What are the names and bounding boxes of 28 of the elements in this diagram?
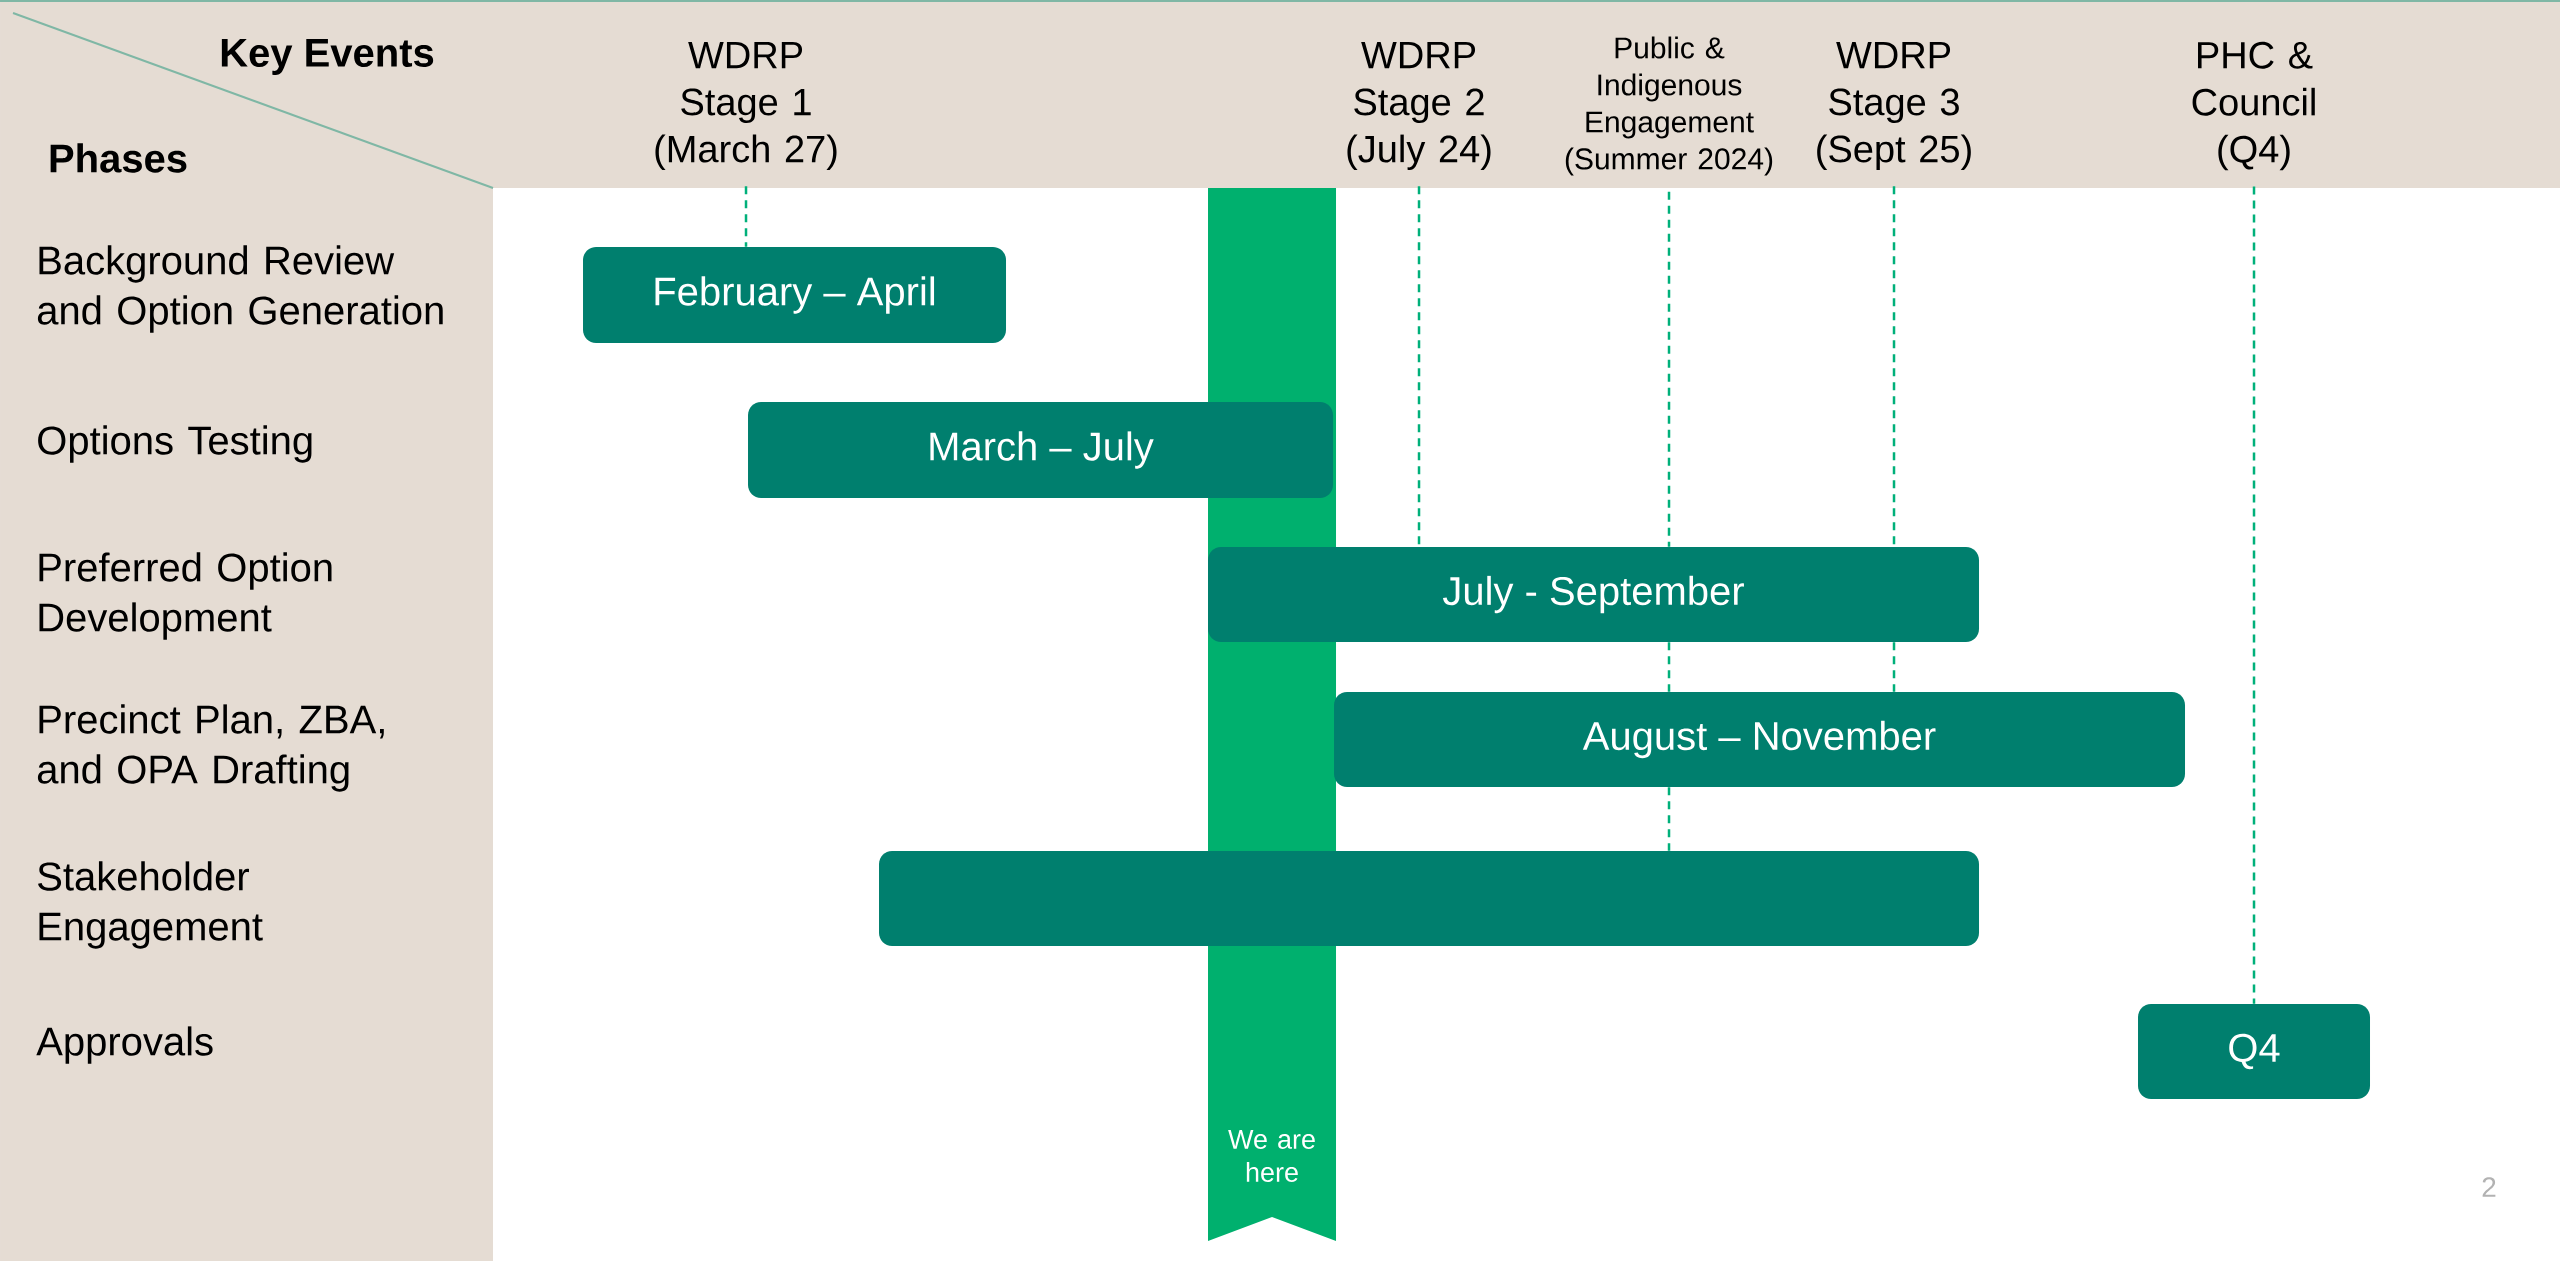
timeline-bar: July - September [1208, 547, 1979, 642]
dashed-connector [1667, 787, 1671, 851]
timeline-bar: February – April [583, 247, 1006, 343]
phase-label: Stakeholder Engagement [38, 861, 263, 949]
event-heading: WDRP Stage 2 (July 24) [1347, 42, 1491, 170]
dashed-connector [1892, 186, 1896, 547]
event-heading: PHC & Council (Q4) [2192, 41, 2315, 171]
phase-label: Approvals [36, 1026, 213, 1064]
column-heading: Key Events [221, 39, 434, 75]
dashed-connector [1667, 642, 1671, 692]
dashed-connector [1667, 191, 1671, 547]
timeline-bar: August – November [1334, 692, 2185, 787]
phase-label: Background Review and Option Generation [37, 245, 443, 333]
timeline-bar: Q4 [2138, 1004, 2370, 1099]
dashed-connector [1417, 186, 1421, 547]
timeline-bar [879, 851, 1979, 946]
phase-label: Preferred Option Development [39, 552, 332, 640]
timeline-bar: March – July [748, 402, 1333, 498]
dashed-connector [2252, 186, 2256, 1004]
phase-label: Precinct Plan, ZBA, and OPA Drafting [37, 704, 384, 792]
phase-label: Options Testing [38, 425, 312, 463]
column-heading: Phases [50, 143, 187, 173]
event-heading: WDRP Stage 1 (March 27) [655, 42, 837, 170]
page-number: 2 [2482, 1177, 2496, 1197]
dashed-connector [1892, 642, 1896, 692]
event-heading: Public & Indigenous Engagement (Summer 2024) [1565, 36, 1773, 176]
dashed-connector [744, 186, 748, 247]
event-heading: WDRP Stage 3 (Sept 25) [1817, 42, 1971, 170]
